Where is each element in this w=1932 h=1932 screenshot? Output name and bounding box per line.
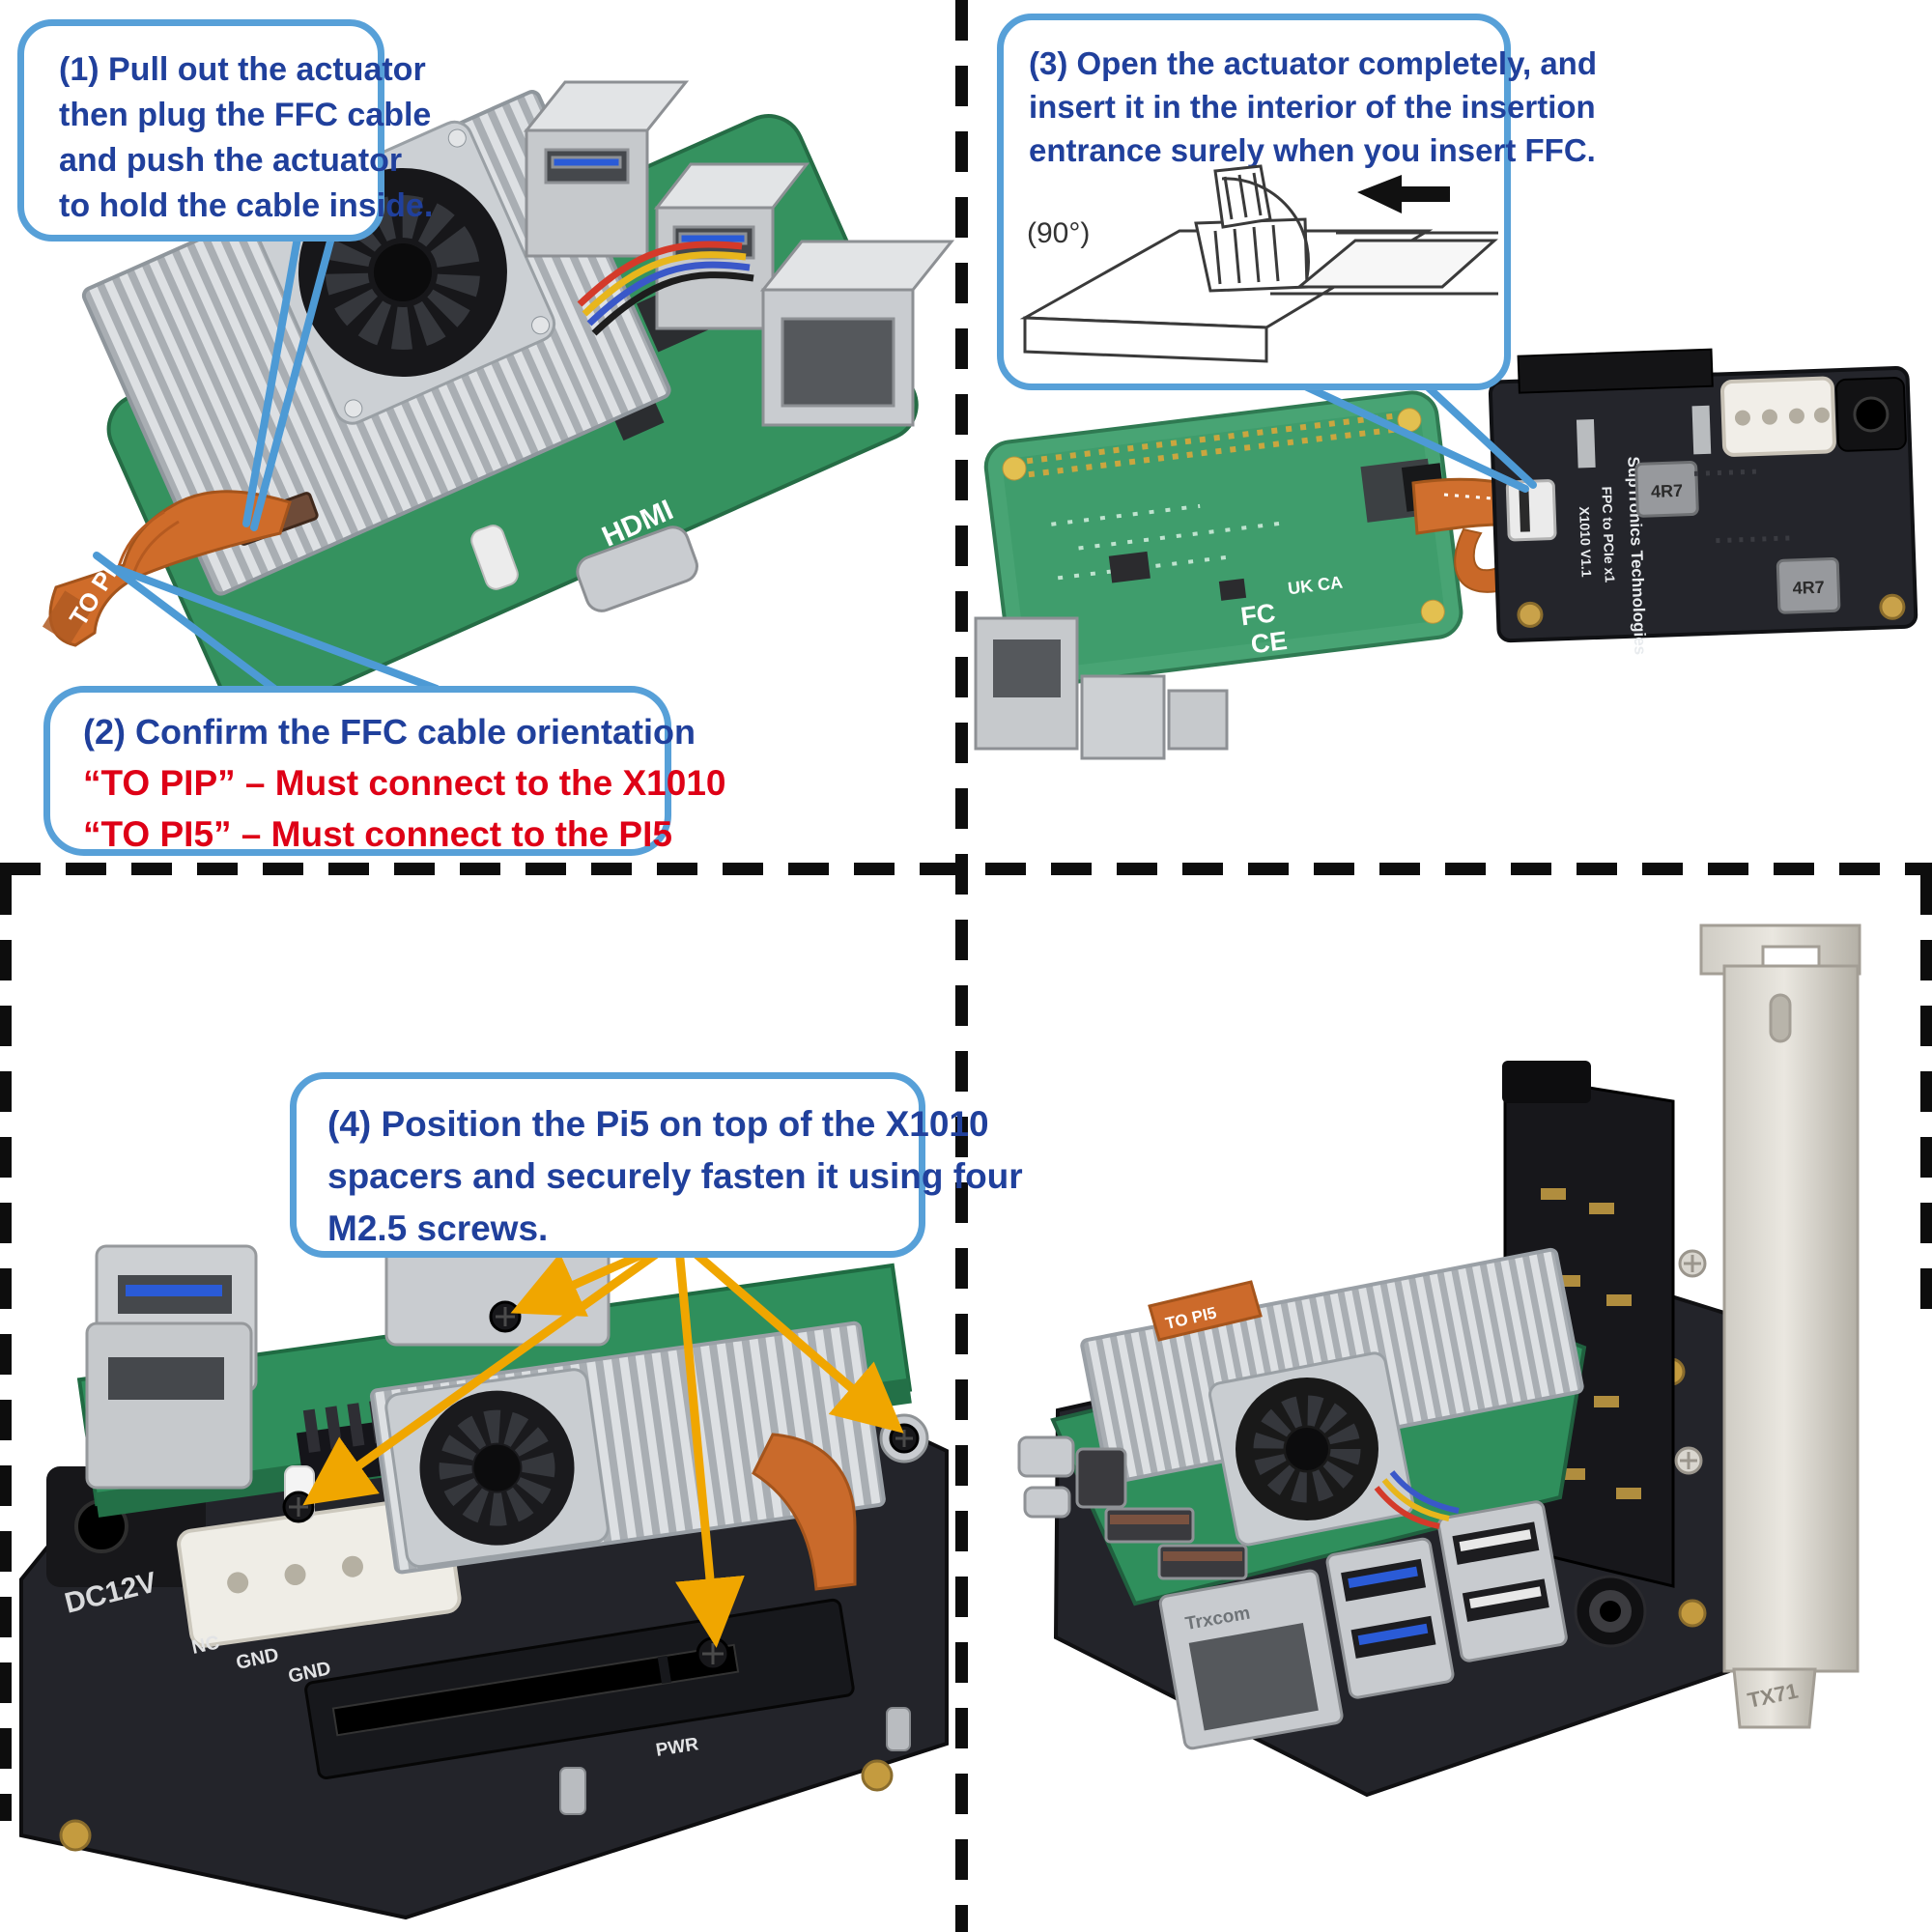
nylon-standoff — [470, 525, 519, 590]
heatsink — [369, 1321, 886, 1575]
x1010-board: SupTronics Technologies FPC to PCIe x1 X… — [1488, 348, 1918, 655]
inductor-1-label: 4R7 — [1651, 481, 1684, 501]
usb2-stack — [1436, 1500, 1568, 1662]
inductor-2-label: 4R7 — [1792, 578, 1825, 598]
bracket-screws — [1674, 1249, 1707, 1475]
step1-line: and push the actuator — [59, 142, 403, 179]
step2-callout: (2) Confirm the FFC cable orientation “T… — [43, 686, 726, 856]
pi-ce-mark: CE — [1249, 626, 1289, 659]
step4-line: M2.5 screws. — [327, 1208, 549, 1248]
callout-pointer-lines — [93, 234, 440, 693]
callout-pointer-lines — [1297, 379, 1537, 493]
molex-connector — [1720, 376, 1836, 457]
divider-horizontal-center — [0, 863, 1932, 875]
pcie-edge-connector — [1517, 348, 1714, 394]
insert-direction-arrow — [1357, 175, 1450, 213]
step1-line: then plug the FFC cable — [59, 97, 432, 133]
x1010-version-silkscreen: X1010 V1.1 — [1577, 506, 1595, 578]
step4-line: (4) Position the Pi5 on top of the X1010 — [327, 1104, 989, 1144]
divider-right-edge — [1920, 874, 1932, 1314]
step1-callout: (1) Pull out the actuator then plug the … — [17, 19, 434, 242]
usbc-port — [576, 526, 698, 612]
x1010-ffc-connector — [1505, 479, 1557, 542]
step3-line: (3) Open the actuator completely, and — [1029, 45, 1597, 81]
step1-line: to hold the cable inside. — [59, 187, 434, 224]
step4-callout: (4) Position the Pi5 on top of the X1010… — [290, 1072, 1023, 1258]
divider-vertical-center — [955, 0, 968, 1932]
ethernet-port: Trxcom — [1158, 1569, 1344, 1750]
angle-label: (90°) — [1027, 217, 1090, 249]
step3-line: entrance surely when you insert FFC. — [1029, 132, 1596, 168]
inductor-1 — [1634, 461, 1699, 518]
fan-wires — [577, 241, 754, 336]
pi-rear-ports — [974, 616, 1229, 760]
panel2-photo-pi-x1010: UK CA FC CE — [974, 348, 1918, 760]
usb3-stack — [1325, 1537, 1455, 1699]
panel3-photo-assembly-screws: DC12V NC GND GND PWR — [19, 1186, 949, 1920]
fan-wires — [1374, 1470, 1460, 1529]
front-ports: Trxcom — [1017, 1435, 1568, 1750]
step1-line: (1) Pull out the actuator — [59, 51, 426, 88]
fan — [1236, 1378, 1378, 1520]
fan — [419, 1390, 575, 1546]
pi5-board-bottom: UK CA FC CE — [983, 390, 1463, 689]
step4-line: spacers and securely fasten it using fou… — [327, 1156, 1023, 1196]
x1010-model-silkscreen: FPC to PCIe x1 — [1599, 486, 1617, 582]
step2-warning-topi5: “TO PI5” – Must connect to the PI5 — [83, 814, 672, 854]
dc-jack — [1574, 1575, 1647, 1648]
step3-callout: (3) Open the actuator completely, and in… — [997, 14, 1597, 390]
pi-fcc-mark: FC — [1239, 598, 1277, 631]
inductor-2 — [1776, 556, 1841, 614]
ffc-cable: TO PI5 — [1148, 1280, 1263, 1342]
step2-heading: (2) Confirm the FFC cable orientation — [83, 712, 696, 752]
pi5-board: TO PI5 Trxcom — [1017, 1247, 1587, 1750]
divider-left-edge — [0, 874, 12, 1821]
ffc-cable — [752, 1433, 857, 1591]
pci-bracket: TX71 — [1699, 923, 1861, 1729]
screw-arrows — [302, 1234, 904, 1648]
step2-warning-topip: “TO PIP” – Must connect to the X1010 — [83, 763, 726, 803]
step3-line: insert it in the interior of the inserti… — [1029, 89, 1596, 125]
panel4-photo-assembled-unit: TX71 — [1017, 923, 1861, 1798]
ffc-connector-diagram: (90°) — [1019, 164, 1498, 363]
